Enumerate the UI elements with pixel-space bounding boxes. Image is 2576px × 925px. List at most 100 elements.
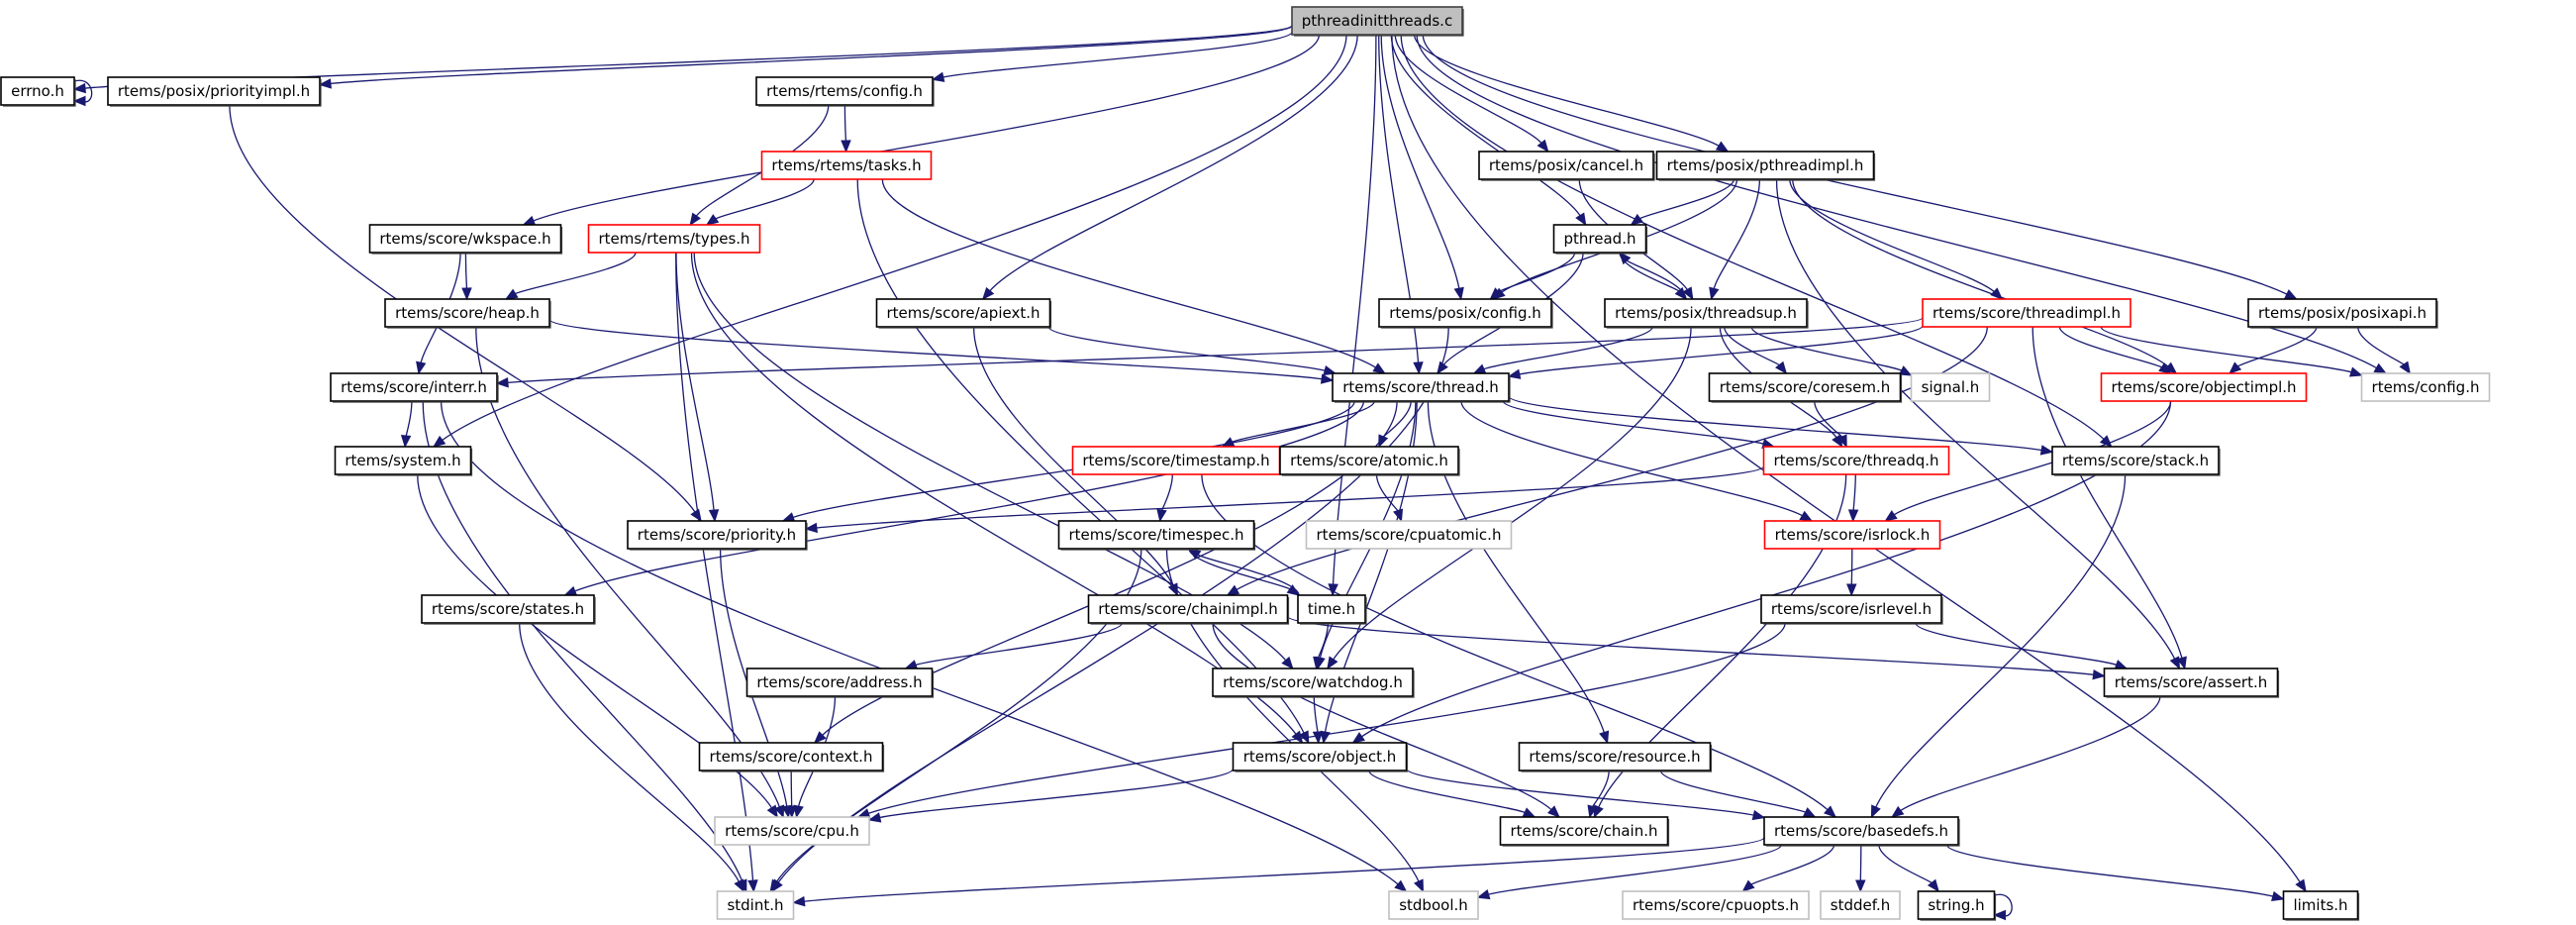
node-assert[interactable]: rtems/score/assert.h xyxy=(2103,668,2280,698)
node-label: rtems/score/atomic.h xyxy=(1290,452,1448,469)
node-interr[interactable]: rtems/score/interr.h xyxy=(330,372,499,403)
edge-threadsup-to-signal xyxy=(1750,326,1913,376)
edge-line xyxy=(2031,326,2183,660)
node-root: pthreadinitthreads.c xyxy=(1291,6,1464,37)
node-label: rtems/score/isrlock.h xyxy=(1775,526,1931,544)
node-label: rtems/posix/threadsup.h xyxy=(1615,304,1797,322)
node-basedefs[interactable]: rtems/score/basedefs.h xyxy=(1763,816,1960,847)
node-apiext[interactable]: rtems/score/apiext.h xyxy=(875,298,1052,329)
node-rconfig[interactable]: rtems/rtems/config.h xyxy=(755,76,935,107)
arrowhead-icon xyxy=(1630,213,1643,226)
arrowhead-icon xyxy=(931,71,945,82)
edge-line xyxy=(941,31,1293,78)
node-label: rtems/rtems/tasks.h xyxy=(771,156,921,174)
edge-line xyxy=(1391,34,2302,883)
node-cancel[interactable]: rtems/posix/cancel.h xyxy=(1478,151,1655,181)
node-threadq[interactable]: rtems/score/threadq.h xyxy=(1762,446,1950,475)
arrowhead-icon xyxy=(981,286,995,301)
node-chainimpl[interactable]: rtems/score/chainimpl.h xyxy=(1087,594,1290,625)
arrowhead-icon xyxy=(1378,434,1389,449)
node-cpuopts: rtems/score/cpuopts.h xyxy=(1622,890,1810,920)
node-watchdog[interactable]: rtems/score/watchdog.h xyxy=(1212,668,1415,698)
node-types[interactable]: rtems/rtems/types.h xyxy=(587,224,761,254)
arrowhead-icon xyxy=(416,360,427,375)
node-threadsup[interactable]: rtems/posix/threadsup.h xyxy=(1604,298,1809,329)
edge-object-to-chain xyxy=(1368,770,1536,818)
node-label: rtems/score/thread.h xyxy=(1342,378,1499,396)
node-box xyxy=(627,520,807,550)
edge-basedefs-to-stdbool xyxy=(1476,844,1783,900)
edge-line xyxy=(1859,844,1862,882)
edge-line xyxy=(519,622,741,883)
node-box xyxy=(1057,520,1255,550)
edge-root-to-thread xyxy=(1378,34,1424,375)
node-priorityimpl[interactable]: rtems/posix/priorityimpl.h xyxy=(107,76,322,107)
node-string[interactable]: string.h xyxy=(1917,890,1997,921)
edge-line xyxy=(1893,400,2172,516)
edge-line xyxy=(506,317,1924,384)
node-shadow xyxy=(878,301,1052,329)
node-pthread[interactable]: pthread.h xyxy=(1552,224,1648,255)
arrowhead-icon xyxy=(432,435,446,448)
node-limits[interactable]: limits.h xyxy=(2282,890,2360,921)
node-pconfig[interactable]: rtems/posix/config.h xyxy=(1378,298,1553,329)
edge-root-to-cancel xyxy=(1394,34,1549,154)
node-thread[interactable]: rtems/score/thread.h xyxy=(1332,372,1511,403)
node-chain[interactable]: rtems/score/chain.h xyxy=(1499,816,1670,847)
edge-line xyxy=(1915,622,2118,667)
node-box xyxy=(334,446,472,475)
arrowhead-icon xyxy=(747,879,758,893)
node-wkspace[interactable]: rtems/score/wkspace.h xyxy=(368,224,563,255)
node-object[interactable]: rtems/score/object.h xyxy=(1232,742,1409,772)
arrowhead-icon xyxy=(1286,584,1301,596)
node-shadow xyxy=(1215,670,1415,698)
node-pthreadimpl[interactable]: rtems/posix/pthreadimpl.h xyxy=(1655,151,1876,181)
node-time[interactable]: time.h xyxy=(1297,594,1367,625)
node-label: string.h xyxy=(1928,896,1984,914)
node-heap[interactable]: rtems/score/heap.h xyxy=(384,298,551,329)
node-address[interactable]: rtems/score/address.h xyxy=(745,668,935,698)
node-context[interactable]: rtems/score/context.h xyxy=(698,742,885,772)
edge-line xyxy=(1487,844,1783,896)
node-timespec[interactable]: rtems/score/timespec.h xyxy=(1057,520,1256,551)
node-shadow xyxy=(1658,154,1876,181)
edge-line xyxy=(1497,252,1576,293)
node-shadow xyxy=(1335,375,1511,403)
node-errno[interactable]: errno.h xyxy=(0,76,76,107)
node-shadow xyxy=(337,449,473,476)
node-box xyxy=(1917,890,1996,920)
node-stack[interactable]: rtems/score/stack.h xyxy=(2051,446,2221,476)
edge-line xyxy=(1626,259,1687,300)
edge-line xyxy=(1332,34,1377,586)
arrowhead-icon xyxy=(1855,879,1866,893)
nodes-layer: pthreadinitthreads.c errno.h rtems/posix/p… xyxy=(0,6,2491,921)
arrowhead-icon xyxy=(1507,368,1522,379)
node-label: rtems/score/context.h xyxy=(710,748,873,766)
node-system[interactable]: rtems/system.h xyxy=(334,446,473,476)
edge-threadimpl-to-config xyxy=(2100,326,2363,377)
node-tasks[interactable]: rtems/rtems/tasks.h xyxy=(760,151,933,180)
node-box xyxy=(875,298,1051,328)
node-threadimpl[interactable]: rtems/score/threadimpl.h xyxy=(1922,298,2131,328)
edge-line xyxy=(1390,34,1582,217)
node-atomic[interactable]: rtems/score/atomic.h xyxy=(1279,446,1460,476)
node-objectimpl[interactable]: rtems/score/objectimpl.h xyxy=(2100,372,2308,402)
edge-thread-to-stack xyxy=(1508,395,2054,456)
node-isrlevel[interactable]: rtems/score/isrlevel.h xyxy=(1760,594,1943,625)
edge-line xyxy=(441,34,1347,442)
node-timestamp[interactable]: rtems/score/timestamp.h xyxy=(1071,446,1281,475)
node-isrlock[interactable]: rtems/score/isrlock.h xyxy=(1763,520,1941,550)
node-states[interactable]: rtems/score/states.h xyxy=(421,594,596,625)
arrowhead-icon xyxy=(563,585,578,596)
node-label: rtems/score/isrlevel.h xyxy=(1771,600,1932,618)
node-label: rtems/score/timestamp.h xyxy=(1082,452,1269,469)
node-coresem[interactable]: rtems/score/coresem.h xyxy=(1708,372,1903,403)
node-resource[interactable]: rtems/score/resource.h xyxy=(1518,742,1713,772)
edge-thread-to-atomic xyxy=(1378,400,1412,449)
arrowhead-icon xyxy=(1393,508,1404,523)
arrowhead-icon xyxy=(461,287,472,301)
arrowhead-icon xyxy=(1547,805,1560,818)
node-priority[interactable]: rtems/score/priority.h xyxy=(627,520,808,551)
node-posixapi[interactable]: rtems/posix/posixapi.h xyxy=(2247,298,2438,329)
edge-errno-to-errno xyxy=(72,79,93,107)
